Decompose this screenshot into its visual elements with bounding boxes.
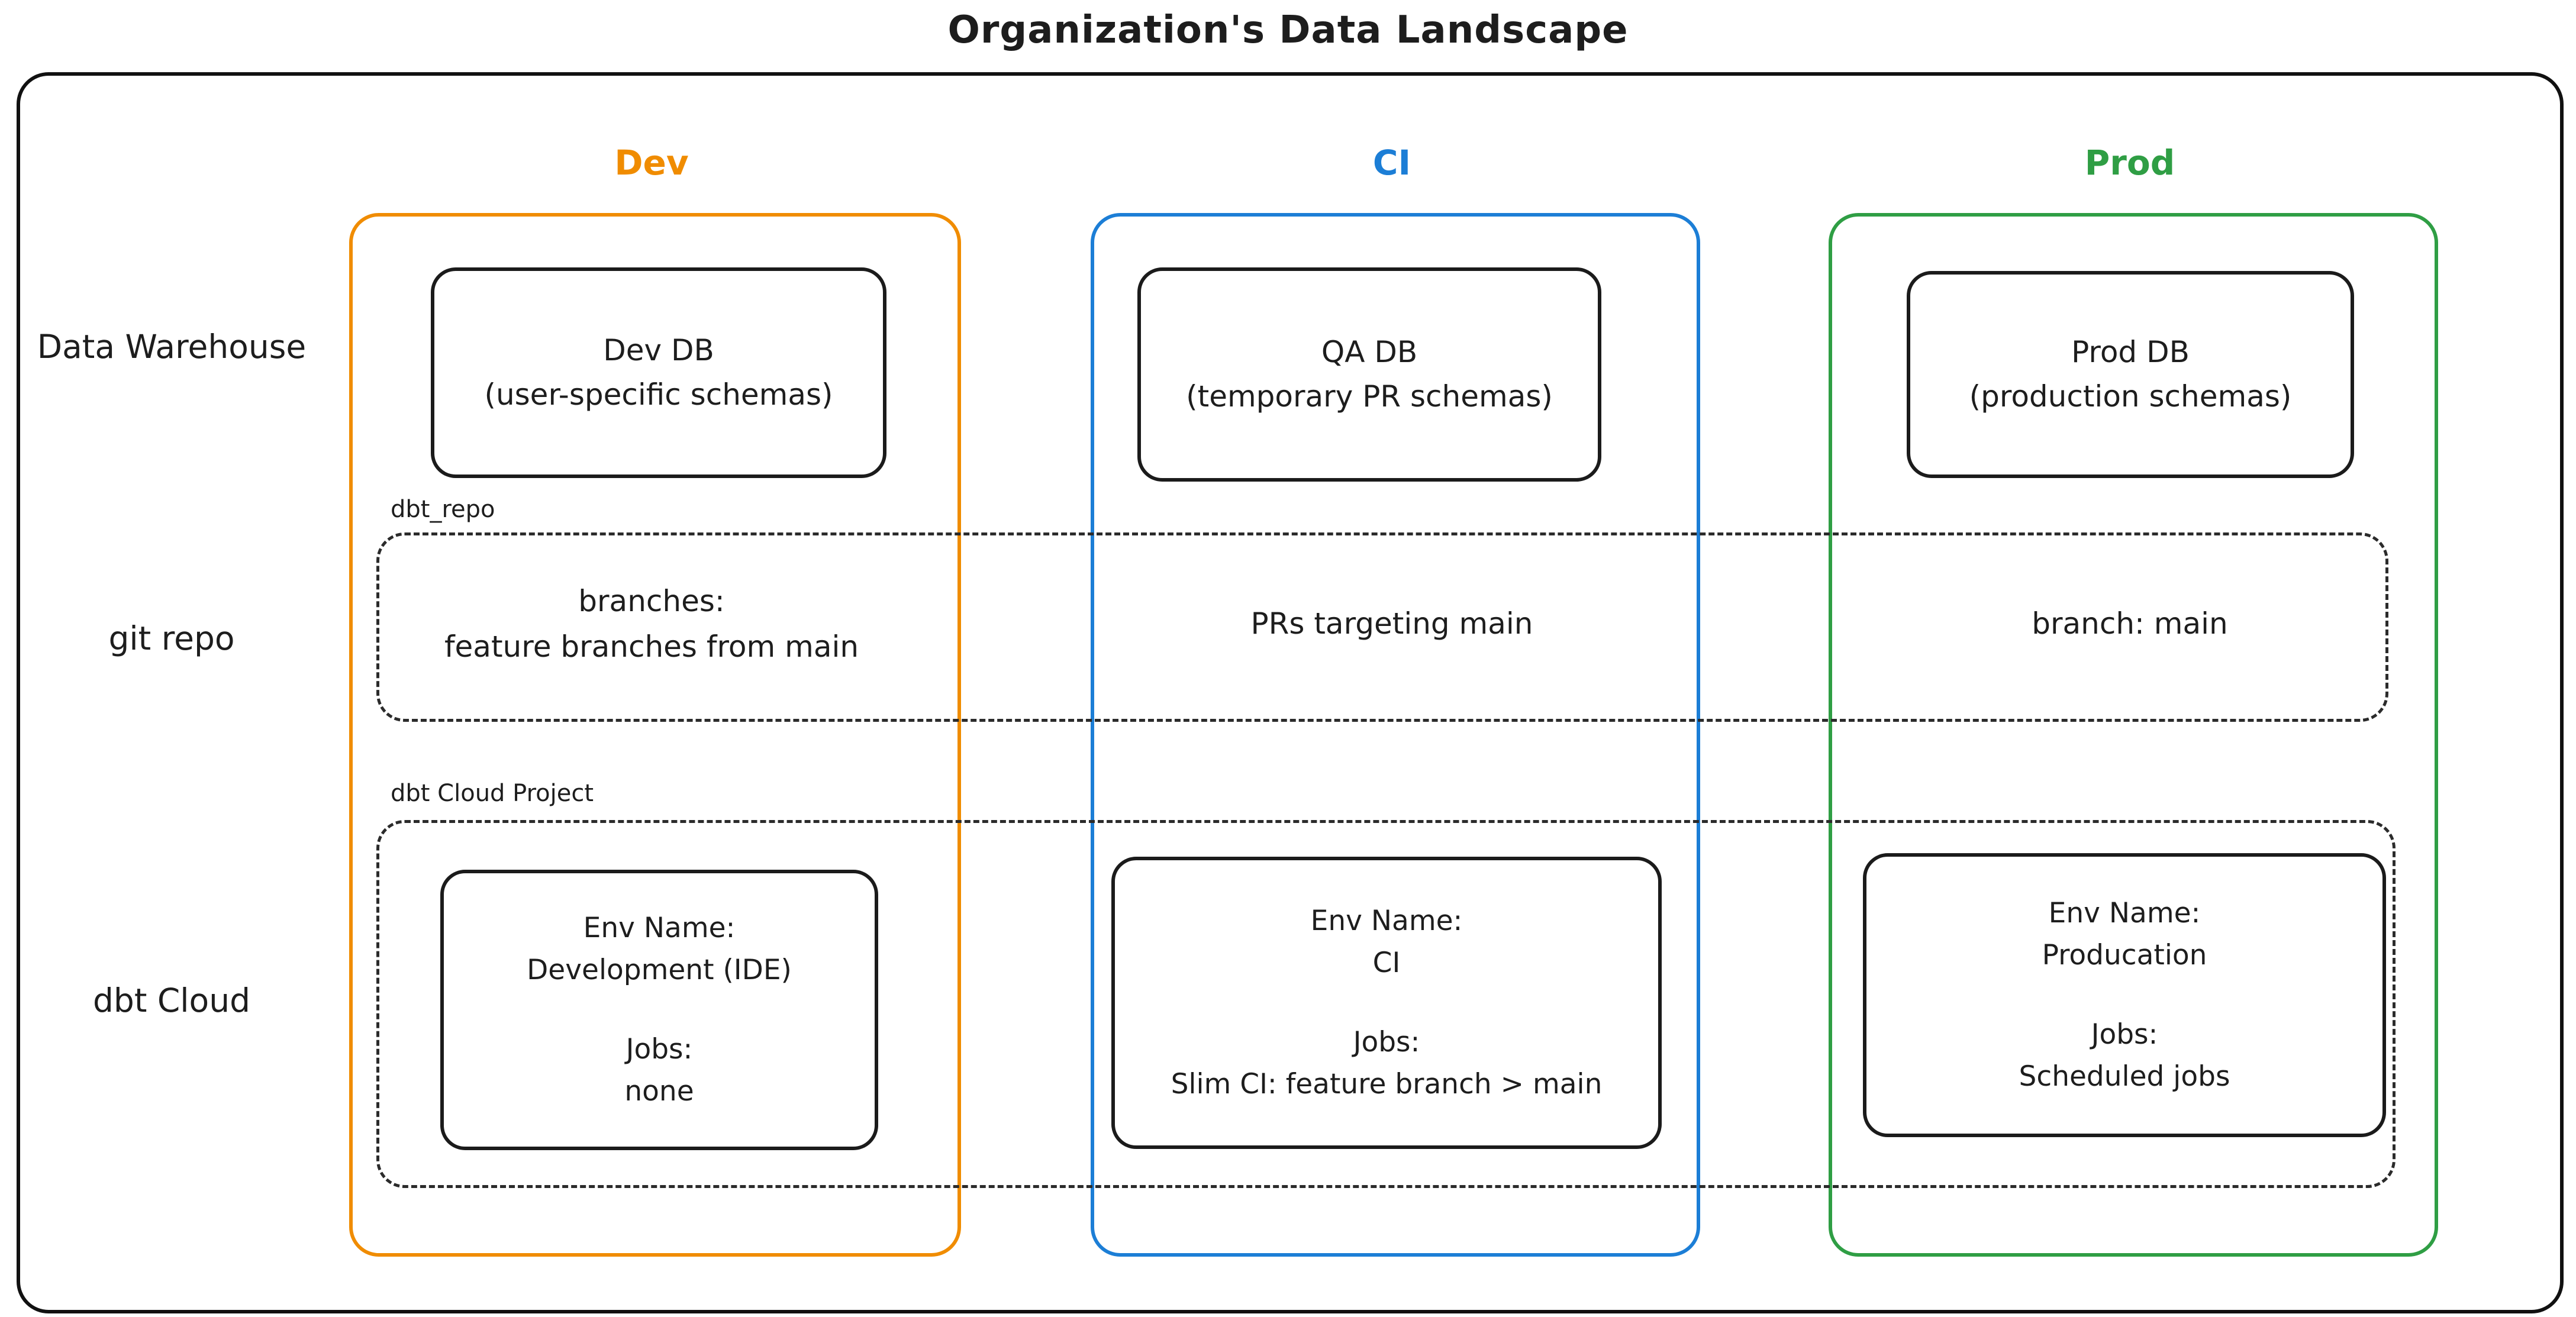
dev-db-subtitle: (user-specific schemas): [484, 377, 833, 412]
column-header-ci: CI: [1372, 143, 1411, 183]
ci-jobs-value: Slim CI: feature branch > main: [1171, 1067, 1603, 1100]
prod-env-name: Producation: [2042, 938, 2207, 971]
dev-column-container: [349, 213, 961, 1257]
dev-git-line1: branches:: [578, 583, 725, 618]
prod-db-subtitle: (production schemas): [1969, 379, 2292, 414]
git-repo-dashed-box: [376, 532, 2388, 722]
outer-frame: [17, 72, 2564, 1313]
row-label-data-warehouse: Data Warehouse: [37, 328, 307, 366]
ci-env-name: CI: [1372, 946, 1401, 979]
row-label-dbt-cloud: dbt Cloud: [93, 982, 250, 1019]
ci-git-line1: PRs targeting main: [1250, 606, 1533, 641]
column-header-prod: Prod: [2084, 143, 2175, 183]
prod-env-label: Env Name:: [2048, 897, 2201, 929]
dev-git-cell: branches: feature branches from main: [349, 532, 954, 716]
dev-env-label: Env Name:: [583, 912, 736, 944]
dev-git-line2: feature branches from main: [444, 630, 859, 664]
ci-git-cell: PRs targeting main: [1091, 532, 1693, 716]
prod-env-box: Env Name: Producation Jobs: Scheduled jo…: [1863, 853, 2386, 1137]
ci-jobs-label: Jobs:: [1353, 1026, 1420, 1058]
ci-column-container: [1091, 213, 1700, 1257]
dev-db-title: Dev DB: [603, 333, 714, 367]
dev-jobs-value: none: [624, 1074, 694, 1108]
qa-db-subtitle: (temporary PR schemas): [1186, 379, 1553, 414]
column-header-dev: Dev: [614, 143, 689, 183]
ci-env-box: Env Name: CI Jobs: Slim CI: feature bran…: [1111, 857, 1662, 1149]
prod-db-title: Prod DB: [2071, 335, 2190, 369]
dbt-cloud-dashed-box: [376, 820, 2396, 1188]
ci-env-label: Env Name:: [1310, 905, 1463, 937]
prod-git-cell: branch: main: [1829, 532, 2431, 716]
dbt-cloud-group-label: dbt Cloud Project: [391, 780, 594, 807]
prod-column-container: [1829, 213, 2438, 1257]
dev-db-box: Dev DB (user-specific schemas): [431, 267, 886, 478]
prod-db-box: Prod DB (production schemas): [1907, 271, 2354, 478]
prod-jobs-value: Scheduled jobs: [2019, 1060, 2230, 1093]
qa-db-title: QA DB: [1321, 335, 1418, 369]
dev-env-box: Env Name: Development (IDE) Jobs: none: [440, 870, 878, 1150]
dev-jobs-label: Jobs:: [626, 1033, 693, 1066]
prod-jobs-label: Jobs:: [2091, 1018, 2158, 1051]
dev-env-name: Development (IDE): [527, 953, 792, 986]
diagram-title: Organization's Data Landscape: [947, 8, 1629, 52]
git-repo-group-label: dbt_repo: [391, 496, 495, 523]
row-label-git-repo: git repo: [108, 619, 235, 657]
prod-git-line1: branch: main: [2032, 606, 2228, 641]
qa-db-box: QA DB (temporary PR schemas): [1137, 267, 1601, 482]
